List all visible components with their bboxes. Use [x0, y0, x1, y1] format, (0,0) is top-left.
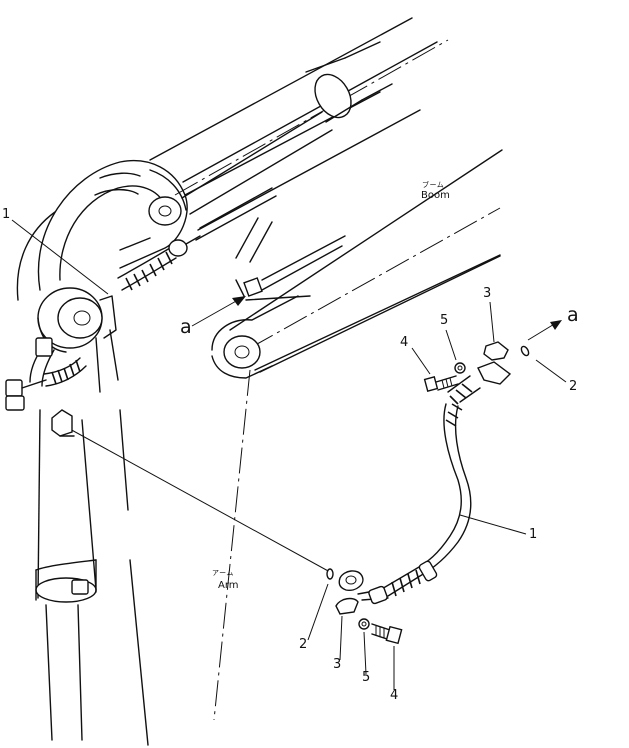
arm-clip [235, 277, 263, 297]
view-a-marker-left: a [180, 316, 192, 338]
arm-label-jp: アーム [212, 569, 234, 577]
arm-cylinder-rod [195, 187, 346, 291]
view-a-leader-left [191, 296, 246, 327]
arm-cylinder-clamp [51, 409, 89, 595]
boom-outline [149, 17, 503, 371]
view-a-arrow-right [527, 320, 562, 341]
part-number-2-right: 2 [569, 379, 578, 394]
arm-cylinder [35, 409, 149, 746]
part-number-5-bottom: 5 [362, 670, 371, 685]
boom-label-jp: ブーム [422, 181, 445, 189]
part-number-leaders [11, 219, 567, 690]
boom-label-en: Boom [421, 190, 450, 201]
part-number-1-right: 1 [529, 527, 538, 542]
part-number-4-bottom: 4 [390, 688, 399, 703]
left-hose [5, 337, 87, 411]
lower-fitting-parts [326, 568, 403, 645]
upper-fitting-parts [423, 341, 530, 392]
arm-end [211, 255, 501, 721]
boom-cylinder-rod [181, 41, 393, 215]
assembly-leader-line [67, 427, 331, 573]
part-number-5-top: 5 [440, 313, 449, 328]
view-a-marker-right: a [567, 304, 579, 326]
part-number-4-top: 4 [400, 335, 409, 350]
part-number-3-bottom: 3 [333, 657, 342, 672]
part-number-2-bottom: 2 [299, 637, 308, 652]
arm-label-en: Arm [218, 580, 239, 591]
boom-pin-boss [37, 287, 119, 393]
boom-foot-housing [16, 160, 188, 301]
part-number-3-top: 3 [483, 286, 492, 301]
main-hose [357, 375, 481, 605]
part-number-1-top-left: 1 [2, 207, 11, 222]
boom-foot-hose [117, 235, 201, 291]
